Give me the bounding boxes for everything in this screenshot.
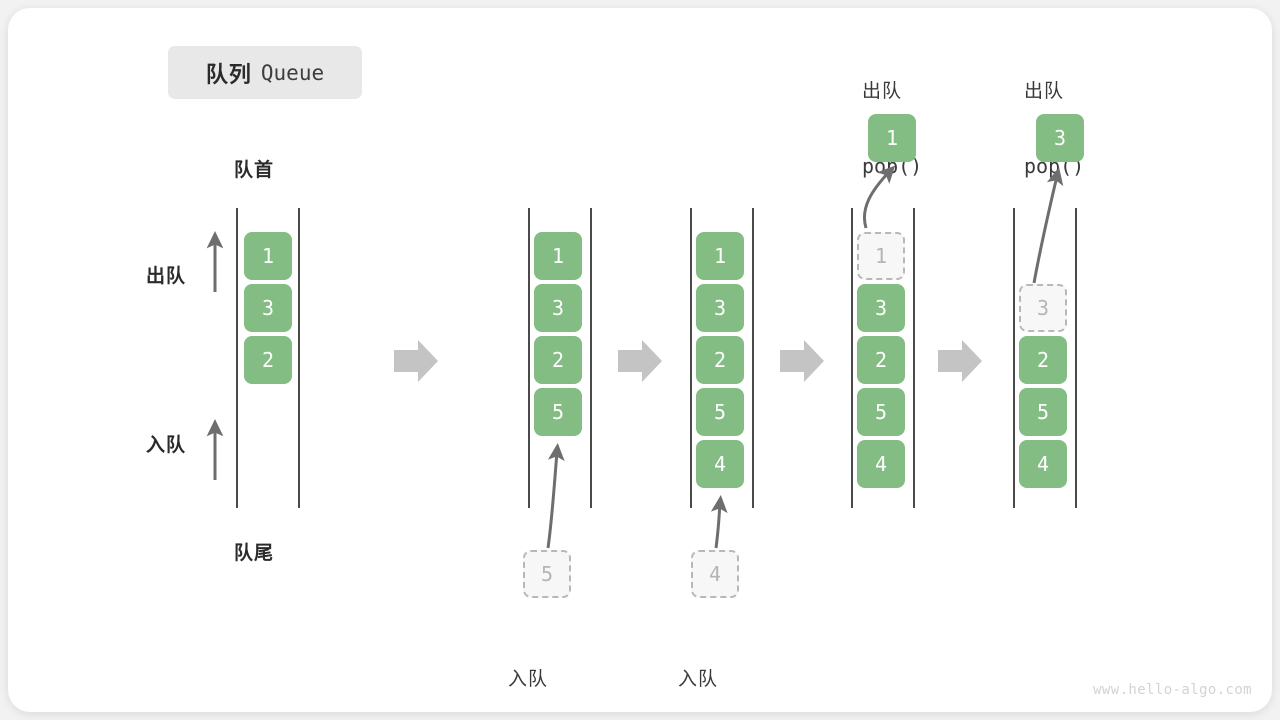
cell-stage-3-2: 2 bbox=[696, 336, 744, 384]
cell-stage-2-3: 5 bbox=[534, 388, 582, 436]
cell-stage-3-1: 3 bbox=[696, 284, 744, 332]
stage-push-4-label: 入队 push(4) bbox=[678, 620, 762, 720]
cell-stage-5-1-ghost: 3 bbox=[1019, 284, 1067, 332]
incoming-ghost-stage-3: 4 bbox=[691, 550, 739, 598]
cell-stage-5-2: 2 bbox=[1019, 336, 1067, 384]
rail-right-stage-4 bbox=[913, 208, 915, 508]
rail-left-stage-4 bbox=[851, 208, 853, 508]
title-cn: 队列 bbox=[205, 61, 252, 87]
cell-stage-1-1: 3 bbox=[244, 284, 292, 332]
watermark: www.hello-algo.com bbox=[1093, 682, 1252, 698]
cell-stage-5-4: 4 bbox=[1019, 440, 1067, 488]
rail-right-stage-5 bbox=[1075, 208, 1077, 508]
rail-right-stage-2 bbox=[590, 208, 592, 508]
cell-stage-1-2: 2 bbox=[244, 336, 292, 384]
cell-stage-1-0: 1 bbox=[244, 232, 292, 280]
stage-pop-1-label-cn: 出队 bbox=[862, 81, 903, 103]
incoming-ghost-stage-2: 5 bbox=[523, 550, 571, 598]
cell-stage-3-3: 5 bbox=[696, 388, 744, 436]
popped-cell-stage-4: 1 bbox=[868, 114, 916, 162]
rail-left-stage-5 bbox=[1013, 208, 1015, 508]
title-en: Queue bbox=[260, 60, 325, 85]
cell-stage-2-2: 2 bbox=[534, 336, 582, 384]
cell-stage-4-4: 4 bbox=[857, 440, 905, 488]
stage-push-5-label-cn: 入队 bbox=[508, 669, 549, 691]
diagram-title-chip: 队列 Queue bbox=[168, 46, 362, 99]
cell-stage-2-0: 1 bbox=[534, 232, 582, 280]
rail-right-stage-3 bbox=[752, 208, 754, 508]
rail-left-stage-3 bbox=[690, 208, 692, 508]
stage-push-4-label-cn: 入队 bbox=[678, 669, 719, 691]
cell-stage-4-0-ghost: 1 bbox=[857, 232, 905, 280]
cell-stage-4-2: 2 bbox=[857, 336, 905, 384]
cell-stage-3-0: 1 bbox=[696, 232, 744, 280]
popped-cell-stage-5: 3 bbox=[1036, 114, 1084, 162]
cell-stage-4-3: 5 bbox=[857, 388, 905, 436]
stage-push-5-label: 入队 push(5) bbox=[508, 620, 592, 720]
queue-head-label: 队首 bbox=[234, 160, 275, 181]
cell-stage-4-1: 3 bbox=[857, 284, 905, 332]
rail-right-stage-1 bbox=[298, 208, 300, 508]
stage-pop-3-label-cn: 出队 bbox=[1024, 81, 1065, 103]
rail-left-stage-1 bbox=[236, 208, 238, 508]
cell-stage-3-4: 4 bbox=[696, 440, 744, 488]
rail-left-stage-2 bbox=[528, 208, 530, 508]
queue-tail-label: 队尾 bbox=[234, 543, 275, 564]
enqueue-direction-label: 入队 bbox=[146, 435, 187, 456]
cell-stage-5-3: 5 bbox=[1019, 388, 1067, 436]
dequeue-direction-label: 出队 bbox=[146, 266, 187, 287]
cell-stage-2-1: 3 bbox=[534, 284, 582, 332]
